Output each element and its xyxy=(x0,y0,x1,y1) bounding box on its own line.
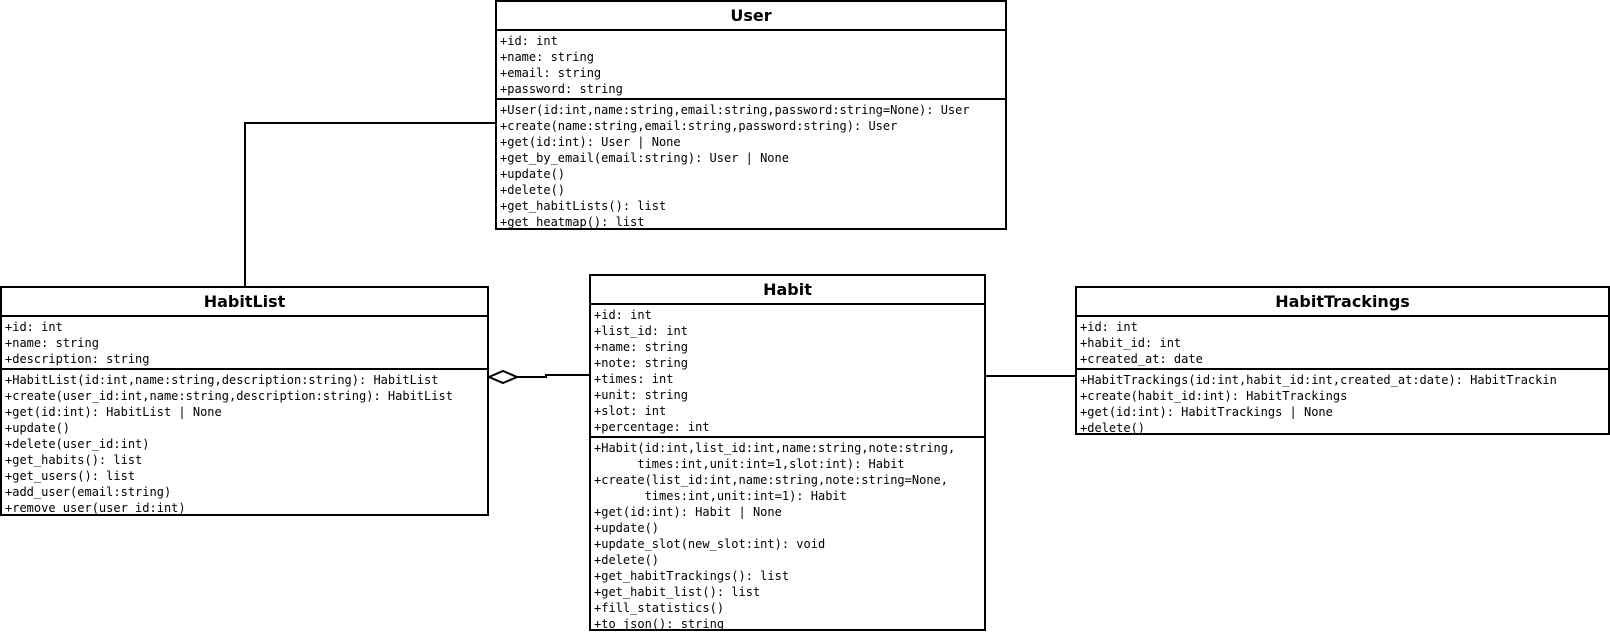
method: +HabitTrackings(id:int,habit_id:int,crea… xyxy=(1080,373,1557,387)
method: +get_habits(): list xyxy=(5,453,143,467)
method: +get_by_email(email:string): User | None xyxy=(500,151,789,165)
attributes-section: +id: int +habit_id: int +created_at: dat… xyxy=(1077,317,1608,368)
attribute: +id: int xyxy=(500,34,558,48)
method: +get(id:int): Habit | None xyxy=(594,505,782,519)
method: +to_json(): string xyxy=(594,617,725,631)
method: +User(id:int,name:string,email:string,pa… xyxy=(500,103,970,117)
class-user[interactable]: User +id: int +name: string +email: stri… xyxy=(495,0,1007,230)
method: +get_habitTrackings(): list xyxy=(594,569,790,583)
attributes-section: +id: int +list_id: int +name: string +no… xyxy=(591,305,984,436)
methods-section: +HabitList(id:int,name:string,descriptio… xyxy=(2,368,487,517)
method: times:int,unit:int=1): Habit xyxy=(594,489,847,503)
method: +get(id:int): User | None xyxy=(500,135,681,149)
method: +create(habit_id:int): HabitTrackings xyxy=(1080,389,1348,403)
habit-habitlist-aggregation xyxy=(517,374,589,378)
method: +create(name:string,email:string,passwor… xyxy=(500,119,898,133)
methods-section: +User(id:int,name:string,email:string,pa… xyxy=(497,98,1005,231)
attributes-section: +id: int +name: string +description: str… xyxy=(2,317,487,368)
method: +Habit(id:int,list_id:int,name:string,no… xyxy=(594,441,956,455)
class-habittrackings[interactable]: HabitTrackings +id: int +habit_id: int +… xyxy=(1075,286,1610,435)
aggregation-diamond xyxy=(486,369,520,385)
attributes-section: +id: int +name: string +email: string +p… xyxy=(497,31,1005,98)
attribute: +slot: int xyxy=(594,404,667,418)
user-habitlist-association xyxy=(244,122,497,286)
attribute: +id: int xyxy=(594,308,652,322)
class-title: HabitTrackings xyxy=(1077,288,1608,317)
method: +get(id:int): HabitTrackings | None xyxy=(1080,405,1333,419)
method: +remove_user(user_id:int) xyxy=(5,501,186,515)
attribute: +habit_id: int xyxy=(1080,336,1182,350)
method: +update() xyxy=(500,167,566,181)
method: +fill_statistics() xyxy=(594,601,725,615)
methods-section: +HabitTrackings(id:int,habit_id:int,crea… xyxy=(1077,368,1608,437)
class-title: Habit xyxy=(591,276,984,305)
attribute: +list_id: int xyxy=(594,324,688,338)
attribute: +id: int xyxy=(1080,320,1138,334)
method: +HabitList(id:int,name:string,descriptio… xyxy=(5,373,439,387)
method: +delete(user_id:int) xyxy=(5,437,150,451)
method: +get_heatmap(): list xyxy=(500,215,645,229)
method: +create(user_id:int,name:string,descript… xyxy=(5,389,453,403)
method: +get(id:int): HabitList | None xyxy=(5,405,222,419)
attribute: +created_at: date xyxy=(1080,352,1203,366)
method: +get_users(): list xyxy=(5,469,136,483)
method: +add_user(email:string) xyxy=(5,485,172,499)
method: +update_slot(new_slot:int): void xyxy=(594,537,826,551)
attribute: +times: int xyxy=(594,372,674,386)
attribute: +note: string xyxy=(594,356,688,370)
method: +delete() xyxy=(594,553,660,567)
class-title: HabitList xyxy=(2,288,487,317)
class-habitlist[interactable]: HabitList +id: int +name: string +descri… xyxy=(0,286,489,516)
method: +get_habit_list(): list xyxy=(594,585,761,599)
attribute: +unit: string xyxy=(594,388,688,402)
method: +update() xyxy=(5,421,71,435)
attribute: +id: int xyxy=(5,320,63,334)
class-title: User xyxy=(497,2,1005,31)
attribute: +name: string xyxy=(500,50,594,64)
attribute: +percentage: int xyxy=(594,420,710,434)
attribute: +password: string xyxy=(500,82,623,96)
class-habit[interactable]: Habit +id: int +list_id: int +name: stri… xyxy=(589,274,986,631)
method: +get_habitLists(): list xyxy=(500,199,667,213)
method: +update() xyxy=(594,521,660,535)
method: times:int,unit:int=1,slot:int): Habit xyxy=(594,457,905,471)
methods-section: +Habit(id:int,list_id:int,name:string,no… xyxy=(591,436,984,633)
method: +delete() xyxy=(500,183,566,197)
attribute: +name: string xyxy=(5,336,99,350)
method: +delete() xyxy=(1080,421,1146,435)
attribute: +email: string xyxy=(500,66,602,80)
method: +create(list_id:int,name:string,note:str… xyxy=(594,473,949,487)
attribute: +description: string xyxy=(5,352,150,366)
attribute: +name: string xyxy=(594,340,688,354)
